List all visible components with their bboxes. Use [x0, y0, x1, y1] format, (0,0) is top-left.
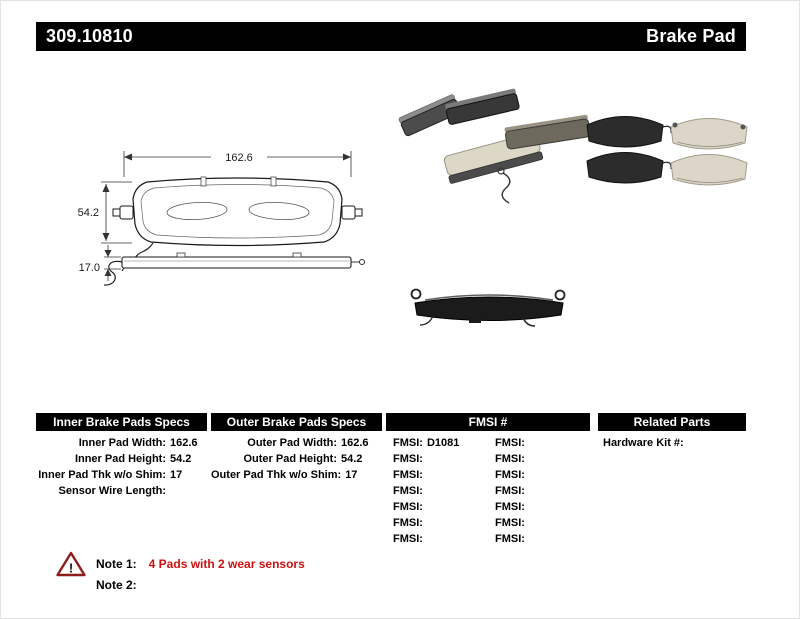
- fmsi-header: FMSI #: [386, 413, 590, 431]
- svg-text:!: !: [69, 561, 73, 576]
- fmsi-row: FMSI:: [488, 515, 590, 531]
- fmsi-grid: FMSI:D1081 FMSI: FMSI: FMSI: FMSI: FMSI:…: [386, 435, 590, 547]
- fmsi-label: FMSI:: [495, 533, 525, 545]
- inner-specs-header: Inner Brake Pads Specs: [36, 413, 207, 431]
- fmsi-row: FMSI:D1081: [386, 435, 488, 451]
- fmsi-label: FMSI:: [495, 437, 525, 449]
- spec-row: Inner Pad Width: 162.6: [36, 435, 207, 451]
- fmsi-label: FMSI:: [495, 517, 525, 529]
- spec-label: Inner Pad Height:: [74, 453, 166, 465]
- fmsi-row: FMSI:: [386, 531, 488, 547]
- spec-value: 17: [345, 469, 358, 481]
- spec-value: 54.2: [170, 453, 192, 465]
- fmsi-row: FMSI:: [386, 467, 488, 483]
- pad-photo-angled-2: [445, 88, 520, 125]
- height-dimension-label: 54.2: [78, 207, 99, 219]
- fmsi-label: FMSI:: [393, 533, 423, 545]
- fmsi-label: FMSI:: [393, 437, 423, 449]
- thickness-dimension-label: 17.0: [79, 262, 100, 274]
- spec-label: Outer Pad Height:: [243, 453, 337, 465]
- pad-side-view-drawing: [103, 252, 365, 286]
- spec-row: Outer Pad Height: 54.2: [211, 451, 382, 467]
- spec-label: Inner Pad Width:: [78, 437, 166, 449]
- brand-oval-right: [248, 201, 310, 221]
- pad-photo-dark-1: [586, 116, 664, 148]
- note-1: Note 1: 4 Pads with 2 wear sensors: [96, 557, 305, 571]
- spec-label: Outer Pad Thk w/o Shim:: [211, 469, 342, 481]
- fmsi-label: FMSI:: [393, 453, 423, 465]
- width-dimension: 162.6: [123, 151, 352, 177]
- pad-photo-light-1: [670, 118, 748, 150]
- spec-row: Inner Pad Thk w/o Shim: 17: [36, 467, 207, 483]
- fmsi-value: D1081: [426, 437, 460, 449]
- fmsi-label: FMSI:: [495, 469, 525, 481]
- fmsi-label: FMSI:: [495, 485, 525, 497]
- spec-value: 54.2: [341, 453, 363, 465]
- note-2: Note 2:: [96, 578, 149, 592]
- spec-row: Inner Pad Height: 54.2: [36, 451, 207, 467]
- header-bar: 309.10810 Brake Pad: [36, 22, 746, 51]
- part-number: 309.10810: [46, 26, 133, 46]
- fmsi-row: FMSI:: [386, 499, 488, 515]
- fmsi-row: FMSI:: [488, 435, 590, 451]
- fmsi-label: FMSI:: [393, 469, 423, 481]
- inner-specs-column: Inner Pad Width: 162.6 Inner Pad Height:…: [36, 435, 207, 499]
- fmsi-row: FMSI:: [386, 483, 488, 499]
- related-label: Hardware Kit #:: [603, 437, 684, 449]
- pad-photo-angled-3: [504, 114, 591, 150]
- warning-triangle-icon: !: [56, 551, 86, 577]
- related-parts-header: Related Parts: [598, 413, 746, 431]
- spec-value: 162.6: [341, 437, 369, 449]
- thickness-dimension: 17.0: [79, 245, 121, 281]
- spec-row: Outer Pad Thk w/o Shim: 17: [211, 467, 382, 483]
- brand-oval-left: [166, 201, 228, 221]
- width-dimension-label: 162.6: [225, 152, 253, 164]
- height-dimension: 54.2: [78, 181, 132, 244]
- fmsi-right-subcolumn: FMSI: FMSI: FMSI: FMSI: FMSI: FMSI: FMSI…: [488, 435, 590, 547]
- spec-row: Outer Pad Width: 162.6: [211, 435, 382, 451]
- fmsi-row: FMSI:: [488, 499, 590, 515]
- spec-value: 17: [170, 469, 183, 481]
- outer-specs-header: Outer Brake Pads Specs: [211, 413, 382, 431]
- note-1-label: Note 1:: [96, 557, 137, 571]
- pad-photo-angled-1: [398, 94, 461, 137]
- outer-specs-column: Outer Pad Width: 162.6 Outer Pad Height:…: [211, 435, 382, 483]
- fmsi-row: FMSI:: [488, 467, 590, 483]
- spec-value: 162.6: [170, 437, 198, 449]
- spec-label: Outer Pad Width:: [247, 437, 337, 449]
- fmsi-row: FMSI:: [386, 451, 488, 467]
- fmsi-label: FMSI:: [495, 501, 525, 513]
- pad-photos-cluster: [398, 88, 591, 204]
- fmsi-label: FMSI:: [393, 517, 423, 529]
- fmsi-column: FMSI:D1081 FMSI: FMSI: FMSI: FMSI: FMSI:…: [386, 435, 590, 547]
- spec-row: Sensor Wire Length:: [36, 483, 207, 499]
- pad-top-view-photo: [410, 288, 566, 327]
- fmsi-label: FMSI:: [393, 485, 423, 497]
- wear-sensor-wire: [103, 260, 123, 286]
- pad-photo-dark-2: [586, 152, 664, 184]
- fmsi-row: FMSI:: [488, 531, 590, 547]
- fmsi-row: FMSI:: [386, 515, 488, 531]
- sensor-loop-right: [554, 289, 566, 301]
- fmsi-row: FMSI:: [488, 451, 590, 467]
- fmsi-label: FMSI:: [393, 501, 423, 513]
- spec-label: Inner Pad Thk w/o Shim:: [38, 469, 166, 481]
- sensor-wire: [501, 172, 511, 204]
- related-parts-column: Hardware Kit #:: [598, 435, 746, 451]
- product-name: Brake Pad: [646, 26, 736, 46]
- fmsi-row: FMSI:: [488, 483, 590, 499]
- sensor-eyelet: [497, 167, 505, 175]
- sensor-loop-left: [410, 288, 422, 300]
- spec-label: Sensor Wire Length:: [58, 485, 166, 497]
- note-1-text: 4 Pads with 2 wear sensors: [148, 557, 305, 571]
- pad-photos-grid: [586, 116, 748, 186]
- pad-photo-light-2: [670, 154, 748, 186]
- note-2-label: Note 2:: [96, 578, 137, 592]
- fmsi-left-subcolumn: FMSI:D1081 FMSI: FMSI: FMSI: FMSI: FMSI:…: [386, 435, 488, 547]
- fmsi-label: FMSI:: [495, 453, 525, 465]
- related-row: Hardware Kit #:: [598, 435, 746, 451]
- pad-front-view-drawing: [112, 176, 363, 272]
